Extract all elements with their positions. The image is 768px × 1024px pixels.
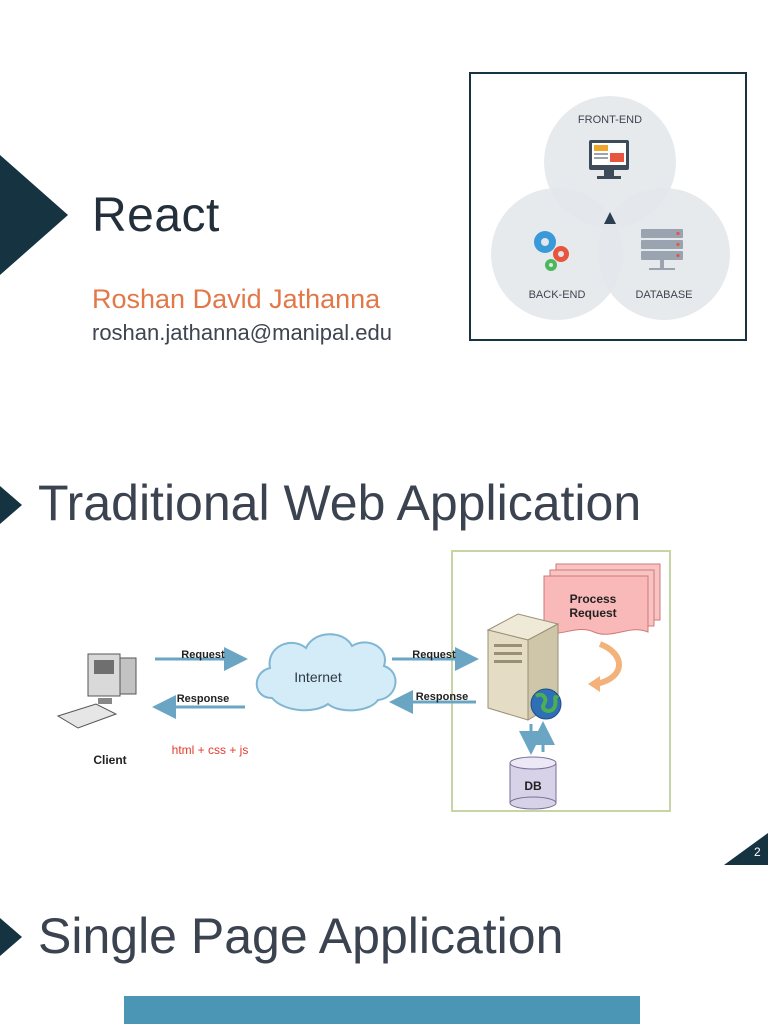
database-server-icon <box>641 229 683 270</box>
center-triangle-icon <box>604 212 616 224</box>
process-cycle-arrowhead <box>588 676 600 692</box>
slide-arrow-decoration <box>0 918 22 956</box>
process-label-line1: Process <box>570 592 617 606</box>
response-label-left: Response <box>177 693 230 705</box>
db-label: DB <box>524 779 542 793</box>
request-label-right: Request <box>412 649 456 661</box>
slide-title-traditional-web-app: Traditional Web Application <box>38 475 642 531</box>
slide-title-react: React <box>92 189 220 242</box>
venn-diagram: FRONT-END BACK-END DATABASE <box>491 96 730 320</box>
process-cycle-arrow <box>595 641 622 687</box>
globe-icon <box>530 688 562 720</box>
back-end-label: BACK-END <box>529 289 586 301</box>
tech-note: html + css + js <box>172 743 249 757</box>
content-bar <box>124 996 640 1024</box>
monitor-icon <box>589 140 629 179</box>
response-label-right: Response <box>416 691 469 703</box>
slide-arrow-decoration <box>0 486 22 524</box>
database-cylinder-icon <box>509 756 557 810</box>
internet-label: Internet <box>294 669 342 685</box>
database-label: DATABASE <box>635 289 692 301</box>
request-label-left: Request <box>181 649 225 661</box>
client-label: Client <box>93 753 126 767</box>
author-name: Roshan David Jathanna <box>92 284 381 314</box>
author-email: roshan.jathanna@manipal.edu <box>92 320 392 345</box>
slide-arrow-decoration <box>0 155 68 275</box>
venn-diagram-figure: FRONT-END BACK-END DATABASE <box>469 72 747 341</box>
process-label-line2: Request <box>569 606 616 620</box>
internet-cloud-icon <box>255 633 397 712</box>
page-number-badge <box>724 833 768 865</box>
process-request-document-icon <box>543 563 661 635</box>
gears-icon <box>534 231 569 271</box>
front-end-label: FRONT-END <box>578 114 642 126</box>
traditional-web-app-diagram: Client Request Response html + css + js … <box>56 550 671 812</box>
page-number: 2 <box>754 845 761 859</box>
client-computer-icon <box>56 653 137 729</box>
slide-title-single-page-app: Single Page Application <box>38 908 564 964</box>
